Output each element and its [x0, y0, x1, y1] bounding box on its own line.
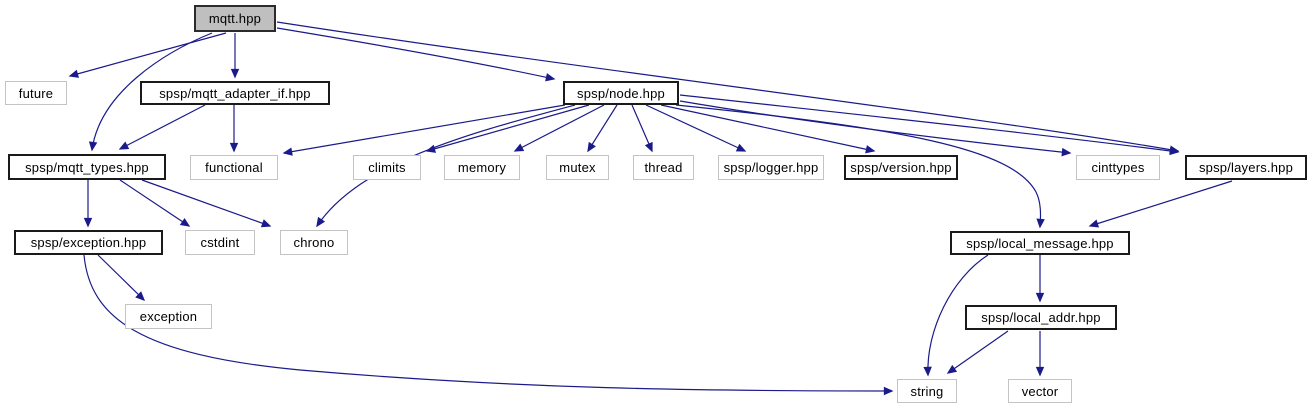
edge-mqtt_hpp-to-layers: [276, 21, 1180, 154]
edge-mqtt_hpp-to-node_hpp: [276, 27, 556, 82]
graph-node-climits: climits: [353, 155, 421, 180]
edge-node_hpp-to-mutex: [587, 104, 618, 153]
edge-exception_hpp-to-exception: [97, 254, 146, 302]
edge-node_hpp-to-climits: [425, 104, 590, 153]
graph-node-mutex: mutex: [546, 155, 609, 180]
edge-exception_hpp-to-string: [83, 254, 894, 396]
graph-node-thread: thread: [633, 155, 694, 180]
graph-node-label: string: [910, 383, 944, 399]
edge-node_hpp-to-thread: [631, 104, 653, 153]
graph-node-exception_hpp[interactable]: spsp/exception.hpp: [14, 230, 163, 255]
graph-node-label: spsp/local_message.hpp: [966, 235, 1114, 251]
graph-node-label: spsp/local_addr.hpp: [981, 310, 1101, 325]
edge-node_hpp-to-chrono: [316, 104, 576, 228]
graph-node-layers[interactable]: spsp/layers.hpp: [1185, 155, 1307, 180]
edge-mqtt_types-to-cstdint: [119, 179, 191, 227]
graph-node-label: exception: [139, 309, 198, 324]
graph-node-node_hpp[interactable]: spsp/node.hpp: [563, 81, 679, 105]
graph-node-mqtt_hpp: mqtt.hpp: [194, 5, 276, 32]
graph-node-label: cstdint: [200, 235, 240, 250]
graph-node-label: mqtt.hpp: [208, 11, 262, 26]
graph-node-functional: functional: [190, 155, 278, 180]
graph-node-cinttypes: cinttypes: [1076, 155, 1160, 180]
graph-node-mqtt_types[interactable]: spsp/mqtt_types.hpp: [8, 154, 166, 180]
edge-node_hpp-to-functional: [282, 104, 566, 156]
graph-node-label: spsp/exception.hpp: [30, 235, 147, 250]
edge-node_hpp-to-layers: [679, 94, 1180, 156]
graph-node-label: spsp/version.hpp: [850, 160, 952, 175]
edge-node_hpp-to-logger: [645, 104, 747, 152]
edge-node_hpp-to-version: [660, 104, 876, 154]
graph-node-version[interactable]: spsp/version.hpp: [844, 155, 958, 180]
edge-layers-to-local_message: [1088, 180, 1233, 228]
edge-local_message-to-string: [923, 254, 989, 377]
graph-node-label: climits: [368, 160, 406, 175]
edge-node_hpp-to-local_message: [675, 104, 1045, 229]
graph-node-label: functional: [205, 160, 263, 175]
graph-node-label: spsp/mqtt_types.hpp: [25, 159, 149, 175]
edge-mqtt_adapter_if-to-mqtt_types: [118, 104, 206, 150]
graph-node-label: chrono: [293, 235, 335, 250]
graph-node-vector: vector: [1008, 379, 1072, 403]
graph-node-label: vector: [1021, 383, 1059, 399]
graph-node-label: memory: [457, 160, 507, 175]
graph-node-local_addr[interactable]: spsp/local_addr.hpp: [965, 305, 1117, 330]
graph-node-label: mutex: [559, 160, 596, 175]
graph-node-mqtt_adapter_if[interactable]: spsp/mqtt_adapter_if.hpp: [140, 81, 330, 105]
graph-node-exception: exception: [125, 304, 212, 329]
graph-node-label: spsp/layers.hpp: [1198, 160, 1294, 175]
graph-node-logger: spsp/logger.hpp: [718, 155, 824, 180]
graph-node-label: thread: [644, 160, 683, 175]
graph-node-chrono: chrono: [280, 230, 348, 255]
graph-node-future: future: [5, 81, 67, 105]
edge-node_hpp-to-cinttypes: [679, 100, 1072, 157]
edge-mqtt_types-to-chrono: [141, 179, 272, 228]
graph-node-label: spsp/mqtt_adapter_if.hpp: [159, 85, 311, 101]
graph-node-cstdint: cstdint: [185, 230, 255, 255]
graph-node-memory: memory: [444, 155, 520, 180]
graph-node-label: future: [18, 85, 54, 101]
edge-mqtt_hpp-to-mqtt_types: [88, 32, 213, 152]
edge-node_hpp-to-memory: [513, 104, 605, 152]
graph-node-local_message[interactable]: spsp/local_message.hpp: [950, 231, 1130, 255]
graph-node-label: spsp/logger.hpp: [723, 160, 819, 175]
graph-node-label: spsp/node.hpp: [577, 85, 665, 101]
graph-node-label: cinttypes: [1091, 160, 1145, 175]
graph-node-string: string: [897, 379, 957, 403]
edge-mqtt_hpp-to-future: [68, 32, 227, 78]
edge-local_addr-to-string: [946, 330, 1009, 374]
